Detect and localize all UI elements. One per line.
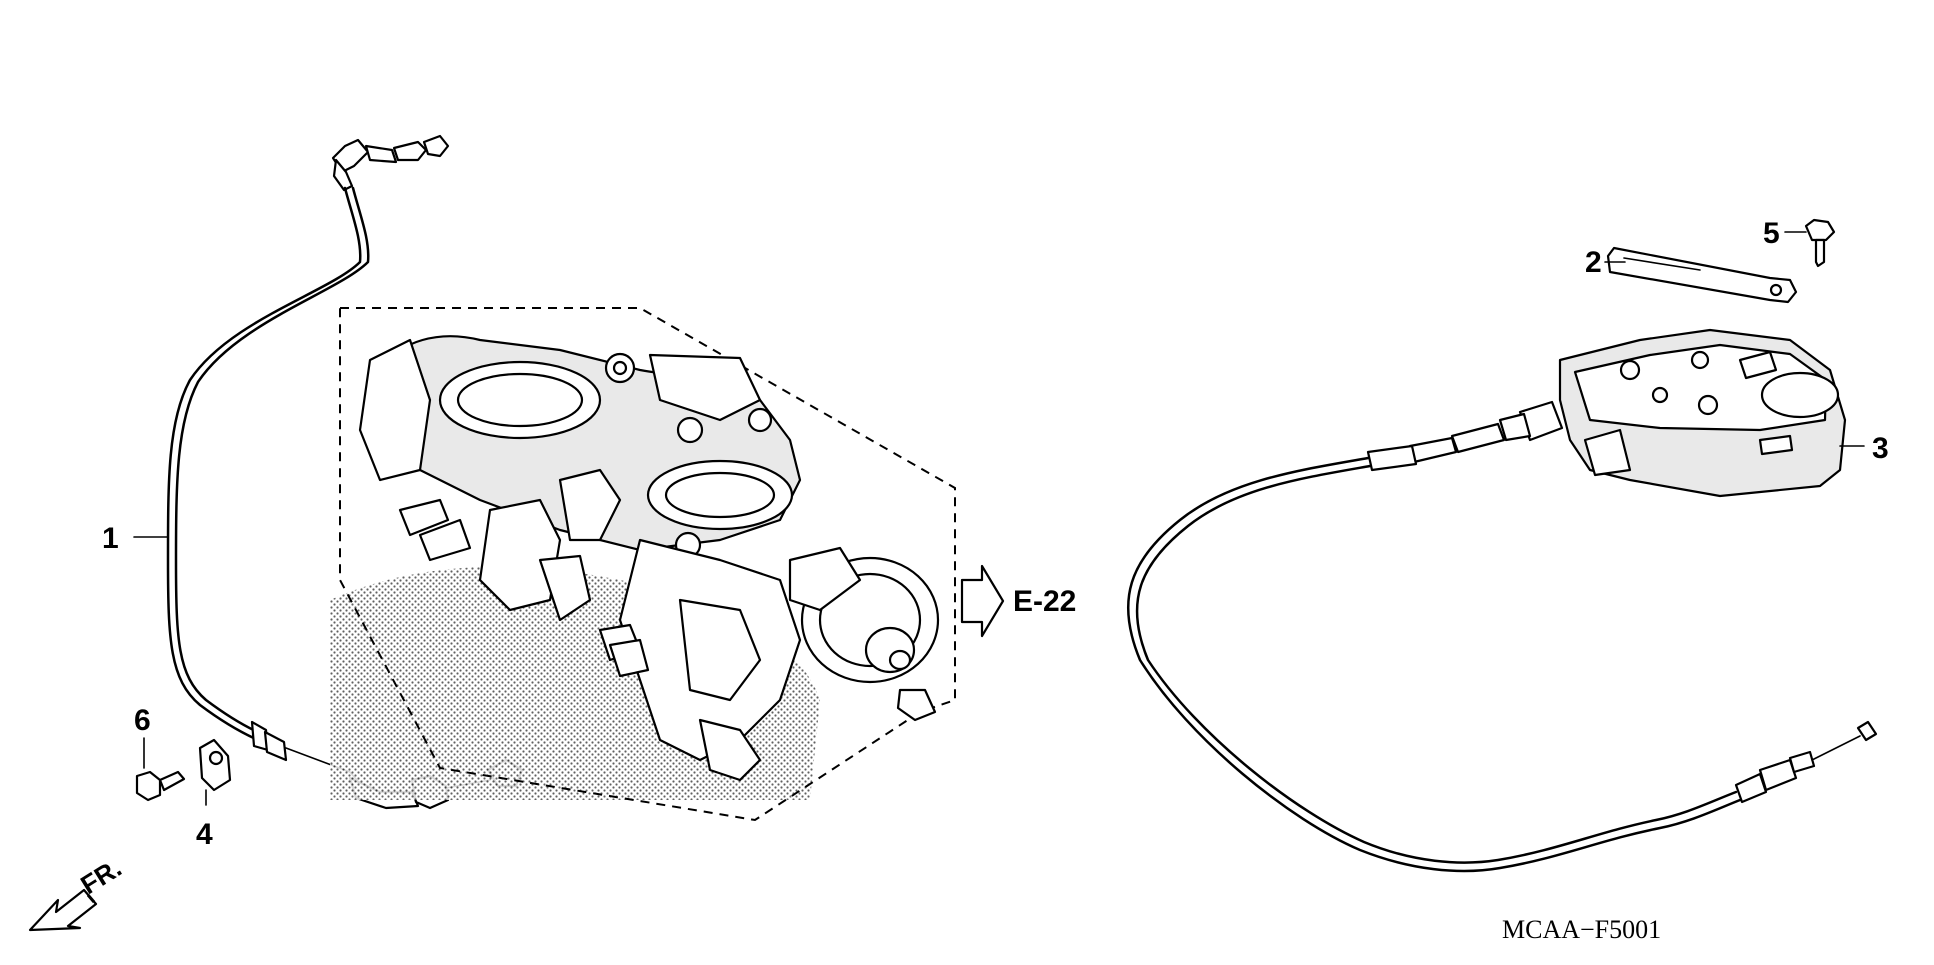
front-direction-arrow	[28, 888, 98, 932]
screw	[1804, 218, 1836, 268]
cruise-cable	[1127, 422, 1878, 873]
callout-3: 3	[1872, 432, 1889, 465]
actuator-stay	[1606, 246, 1798, 304]
throttle-body-assembly	[330, 307, 956, 822]
diagram-code: MCAA−F5001	[1502, 915, 1661, 944]
flange-bolt	[135, 770, 186, 802]
cruise-actuator	[1498, 328, 1847, 498]
reference-arrow	[960, 564, 1005, 638]
callout-1: 1	[102, 522, 119, 555]
callout-2: 2	[1585, 246, 1602, 279]
reference-label: E-22	[1013, 585, 1076, 618]
callout-4: 4	[196, 818, 213, 851]
cable-clamp	[198, 738, 232, 792]
callout-6: 6	[134, 704, 151, 737]
callout-5: 5	[1763, 217, 1780, 250]
